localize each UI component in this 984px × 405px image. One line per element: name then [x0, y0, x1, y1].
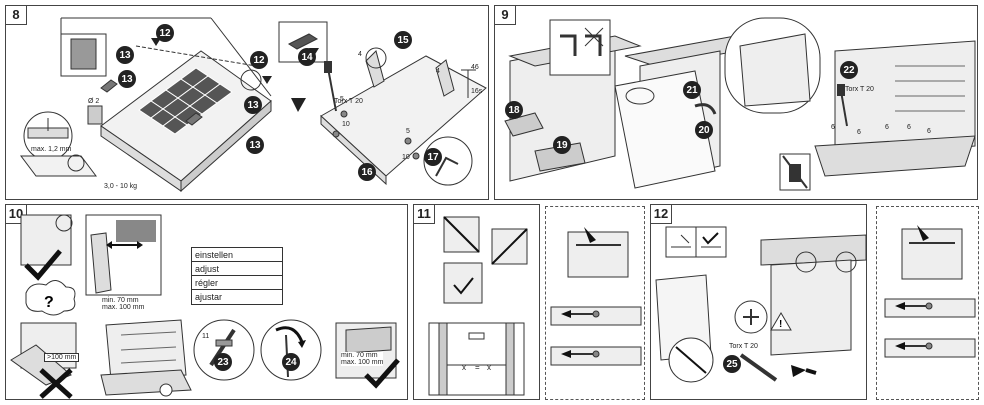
supplementary-panel-a: [545, 206, 645, 400]
panel-10-illustration: ?: [10, 214, 400, 399]
panel-step-12: 12 ! 25 Torx T 20: [650, 204, 867, 400]
step-badge-24: 24: [282, 353, 300, 371]
small-number: 6: [885, 124, 889, 131]
spacing-label: x: [487, 363, 491, 372]
small-number: 4: [358, 51, 362, 58]
step-badge-21: 21: [683, 81, 701, 99]
word-fr: régler: [192, 276, 282, 290]
svg-text:!: !: [779, 319, 782, 330]
small-number: 11: [202, 333, 210, 340]
max-gap-label: max. 1,2 mm: [31, 146, 72, 153]
range-label: min. 70 mm max. 100 mm: [102, 297, 145, 311]
word-es: ajustar: [195, 292, 223, 302]
step-badge-20: 20: [695, 121, 713, 139]
small-number: 4: [436, 68, 440, 75]
small-number: 6: [831, 124, 835, 131]
small-number: 6: [927, 128, 931, 135]
word-en: adjust: [192, 262, 282, 276]
step-badge-17: 17: [424, 148, 442, 166]
step-badge-13: 13: [244, 96, 262, 114]
step-badge-15: 15: [394, 31, 412, 49]
torx-label: Torx T 20: [845, 86, 874, 93]
panel-number: 9: [495, 6, 516, 25]
panel-step-9: 9 18 19 20 21 22 Torx: [494, 5, 978, 200]
supplementary-panel-b: [876, 206, 979, 400]
svg-text:?: ?: [44, 294, 54, 311]
dimension-label: 16s: [471, 88, 483, 95]
step-badge-12: 12: [250, 51, 268, 69]
torx-label: Torx T 20: [334, 98, 363, 105]
panel-number: 12: [651, 205, 672, 224]
step-badge-18: 18: [505, 101, 523, 119]
panel-step-11: 11 x = x: [413, 204, 540, 400]
small-number: 10: [342, 121, 350, 128]
small-number: 10: [402, 154, 410, 161]
torx-label: Torx T 20: [729, 343, 758, 350]
supplementary-illustration: [884, 225, 976, 358]
step-badge-13: 13: [118, 70, 136, 88]
step-badge-13: 13: [246, 136, 264, 154]
small-number: 5: [406, 128, 410, 135]
spacing-label: x: [462, 363, 466, 372]
panel-12-illustration: !: [655, 226, 867, 383]
small-number: 5: [340, 96, 344, 103]
small-number: 6: [907, 124, 911, 131]
step-badge-12: 12: [156, 24, 174, 42]
step-badge-16: 16: [358, 163, 376, 181]
adjust-translations-box: einstellen adjust régler ajustar: [191, 247, 283, 305]
panel-number: 11: [414, 205, 435, 224]
panel-number: 8: [6, 6, 27, 25]
step-badge-22: 22: [840, 61, 858, 79]
panel-9-illustration: [504, 17, 976, 191]
supplementary-illustration: [550, 227, 642, 366]
panel-step-8: 8: [5, 5, 489, 200]
panel-8-illustration: [20, 17, 487, 193]
small-number: 6: [857, 129, 861, 136]
gap-label: >100 mm: [44, 353, 80, 362]
dimension-label: 46: [471, 64, 479, 71]
range-label: min. 70 mm max. 100 mm: [341, 352, 384, 366]
word-de: einstellen: [192, 248, 282, 262]
spacing-label: =: [475, 363, 480, 372]
step-badge-14: 14: [298, 48, 316, 66]
weight-label: 3,0 - 10 kg: [104, 183, 138, 190]
diameter-label: Ø 2: [88, 98, 100, 105]
step-badge-19: 19: [553, 136, 571, 154]
step-badge-25: 25: [723, 355, 741, 373]
panel-11-illustration: [428, 216, 528, 396]
panel-step-10: 10 ? min. 70 mm ma: [5, 204, 408, 400]
step-badge-23: 23: [214, 353, 232, 371]
step-badge-13: 13: [116, 46, 134, 64]
